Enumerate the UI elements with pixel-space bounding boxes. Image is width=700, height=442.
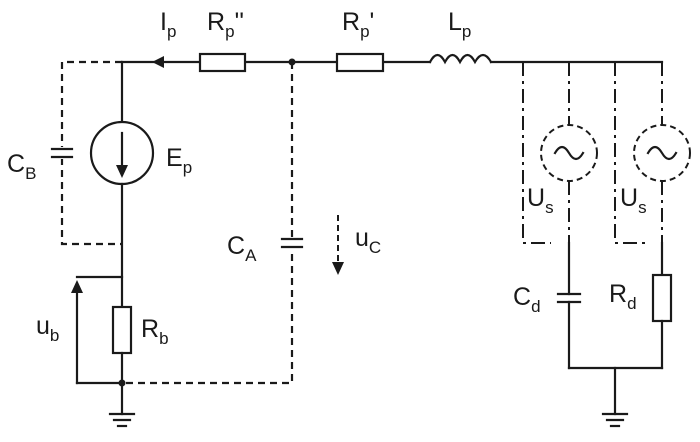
label-rp-double-prime: Rp'': [207, 8, 244, 41]
capacitor-cd: [556, 241, 582, 370]
label-rp-prime: Rp': [342, 8, 374, 41]
ground-right-icon: [601, 412, 629, 428]
voltage-source-us-2: [633, 124, 691, 182]
label-ca: CA: [227, 232, 257, 265]
label-us-2: Us: [620, 184, 647, 217]
capacitance-ca-path: [122, 62, 304, 385]
resistor-rb: [111, 305, 133, 355]
wires-right-dashed: [522, 62, 663, 244]
resistor-rp-prime: [335, 52, 385, 73]
label-uc: uC: [355, 224, 381, 257]
resistor-rd-branch: [651, 241, 673, 370]
voltage-source-us-1: [540, 124, 598, 182]
label-rd: Rd: [609, 280, 637, 313]
current-arrow-ip: [152, 56, 164, 68]
label-cd: Cd: [513, 283, 541, 316]
label-ub: ub: [36, 312, 59, 345]
label-ep: Ep: [166, 144, 192, 177]
source-arrow-head: [116, 165, 128, 178]
label-rb: Rb: [141, 315, 169, 348]
label-lp: Lp: [448, 8, 471, 41]
voltage-ub-indicator: [71, 275, 124, 385]
label-cb: CB: [7, 150, 36, 183]
label-ip: Ip: [160, 8, 176, 41]
resistor-rp-double-prime: [198, 52, 247, 73]
label-us-1: Us: [527, 184, 554, 217]
ground-left-icon: [108, 412, 136, 428]
inductor-lp: [428, 53, 493, 65]
voltage-uc-arrow: [332, 215, 344, 275]
capacitance-cb-loop: [50, 60, 122, 246]
